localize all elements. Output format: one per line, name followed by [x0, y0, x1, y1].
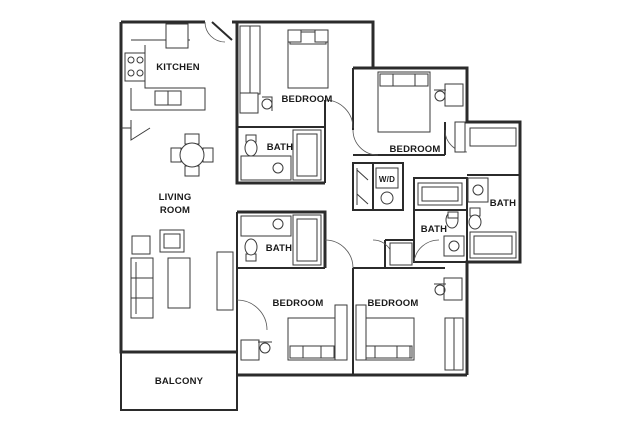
bedroom-top-left-furniture: [239, 25, 329, 114]
bedroom-bottom-right-furniture: [355, 242, 464, 371]
label-bath-bottom-left: BATH: [266, 243, 292, 254]
label-bedroom-top-left: BEDROOM: [281, 94, 332, 105]
label-bath-right: BATH: [490, 198, 516, 209]
door-swings: [204, 21, 468, 331]
room-labels: KITCHEN LIVING ROOM BALCONY BEDROOM BEDR…: [155, 62, 516, 387]
label-balcony: BALCONY: [155, 376, 204, 387]
kitchen-fixtures: [121, 23, 206, 141]
label-bedroom-top-right: BEDROOM: [389, 144, 440, 155]
label-kitchen: KITCHEN: [156, 62, 200, 73]
bath-right-fixtures: [467, 127, 517, 259]
bath-center-fixtures: [417, 182, 465, 257]
bedroom-top-right-furniture: [377, 71, 466, 153]
bath-bottom-left-fixtures: [240, 214, 322, 266]
label-living-line2: ROOM: [160, 205, 190, 216]
dining-table: [170, 133, 214, 177]
living-furniture: [130, 229, 234, 319]
bath-top-left-fixtures: [240, 129, 322, 181]
label-bedroom-bottom-left: BEDROOM: [272, 298, 323, 309]
bedroom-bottom-left-furniture: [240, 304, 348, 361]
label-laundry: W/D: [379, 175, 395, 184]
walls: [119, 20, 522, 411]
label-bath-top-left: BATH: [267, 142, 293, 153]
label-living-line1: LIVING: [159, 192, 192, 203]
center-closets: [356, 167, 399, 205]
label-bath-center: BATH: [421, 224, 447, 235]
label-bedroom-bottom-right: BEDROOM: [367, 298, 418, 309]
